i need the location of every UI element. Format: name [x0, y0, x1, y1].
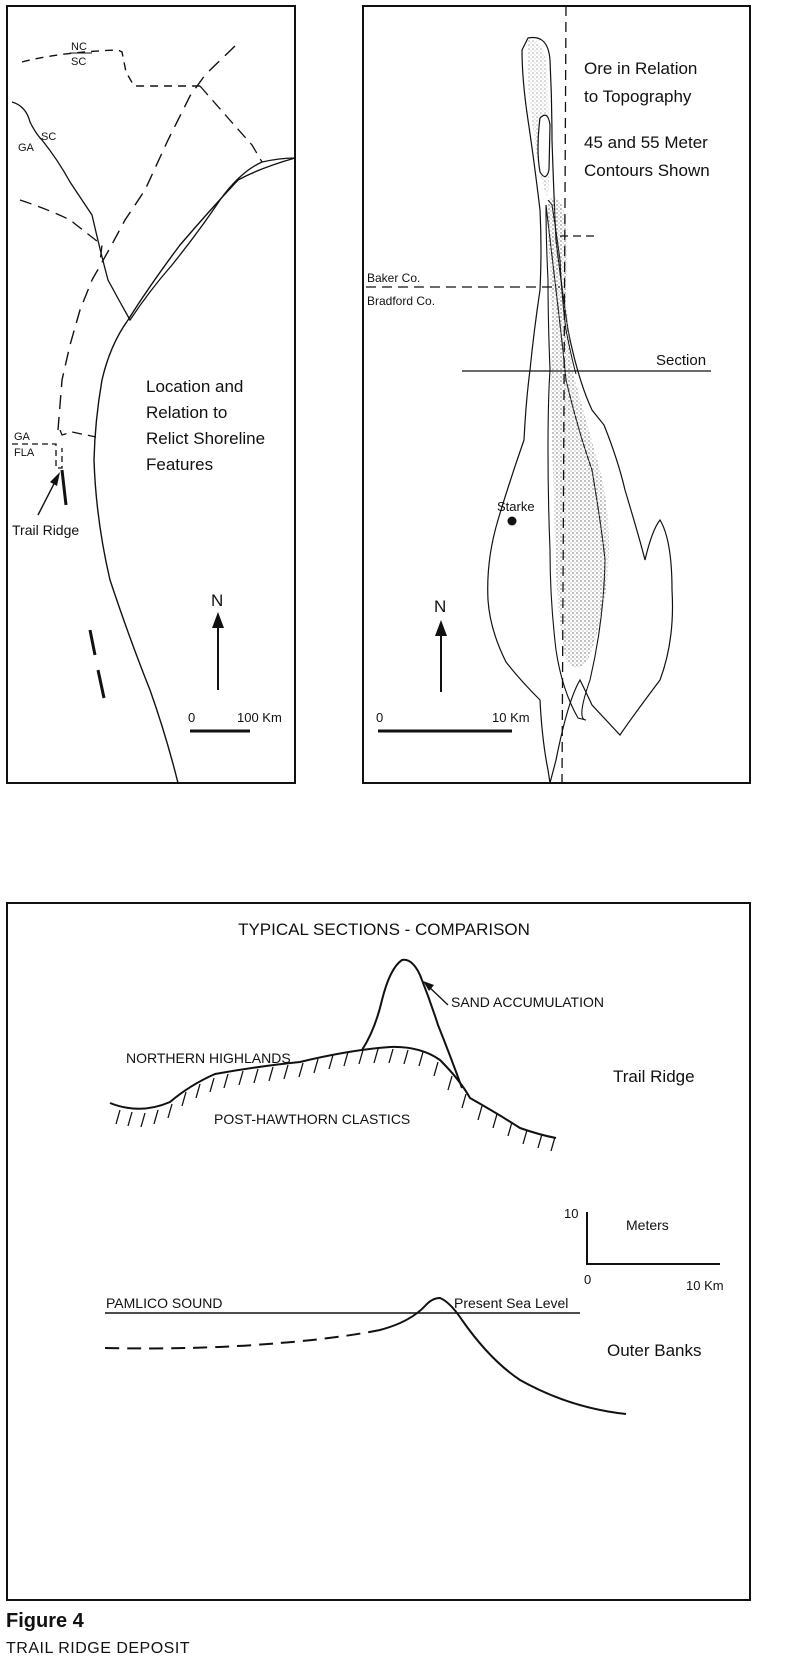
scale-vertical-value: 10 [564, 1206, 578, 1221]
sections-title: TYPICAL SECTIONS - COMPARISON [238, 920, 530, 939]
label-sand-accumulation: SAND ACCUMULATION [451, 994, 604, 1010]
label-trail-ridge: Trail Ridge [12, 522, 79, 538]
outer-banks-profile [379, 1296, 627, 1415]
label-nc: NC [71, 41, 87, 53]
contour-loop [537, 114, 551, 178]
sand-arrowhead [423, 981, 434, 991]
clastics-surface [109, 1045, 557, 1139]
scale-right-end: 10 Km [492, 710, 530, 725]
atlantic-coastline [93, 157, 296, 784]
label-starke: Starke [497, 499, 535, 514]
label-sc-top: SC [71, 56, 86, 68]
relict-shoreline-1 [57, 45, 236, 431]
label-post-hawthorn: POST-HAWTHORN CLASTICS [214, 1111, 410, 1127]
north-label-left: N [211, 591, 223, 610]
ore-desc-3: 45 and 55 Meter [584, 133, 708, 152]
north-arrowhead-right [435, 620, 447, 636]
label-baker-co: Baker Co. [367, 271, 420, 285]
north-arrowhead-left [212, 612, 224, 628]
ore-desc-4: Contours Shown [584, 161, 710, 180]
scale-vertical-unit: Meters [626, 1217, 669, 1233]
sections-frame [6, 902, 751, 1601]
location-desc-1: Location and [146, 377, 243, 396]
label-pamlico-sound: PAMLICO SOUND [106, 1295, 222, 1311]
relict-shoreline-3 [199, 85, 263, 163]
scale-right-start: 0 [376, 710, 383, 725]
ore-body [548, 197, 609, 668]
label-northern-highlands: NORTHERN HIGHLANDS [126, 1050, 291, 1066]
relict-shoreline-4 [59, 429, 97, 438]
trail-ridge-line [60, 469, 68, 506]
nc-sc-border [21, 49, 200, 87]
clastics-hatching [115, 1048, 556, 1152]
location-map: NC SC SC GA GA FLA Location and Relation… [6, 5, 296, 784]
location-desc-3: Relict Shoreline [146, 429, 265, 448]
scale-left-end: 100 Km [237, 710, 282, 725]
scale-h-end: 10 Km [686, 1278, 724, 1293]
ridge-band [547, 199, 577, 375]
trail-ridge-arrowhead [50, 472, 60, 486]
location-desc-2: Relation to [146, 403, 227, 422]
label-present-sea-level: Present Sea Level [454, 1295, 568, 1311]
trail-ridge-ext-2 [96, 669, 106, 699]
trail-ridge-ext-1 [88, 629, 97, 656]
scale-axes [586, 1212, 720, 1265]
sand-accumulation-profile [361, 958, 463, 1089]
figure-caption-subtitle: TRAIL RIDGE DEPOSIT [6, 1640, 191, 1657]
ore-map: Ore in Relation to Topography 45 and 55 … [362, 5, 751, 784]
label-outer-banks: Outer Banks [607, 1341, 702, 1360]
starke-town-marker [507, 516, 517, 526]
sc-ga-border [11, 101, 296, 322]
scale-h-start: 0 [584, 1272, 591, 1287]
relict-shoreline-2 [19, 199, 103, 263]
location-desc-4: Features [146, 455, 213, 474]
label-sc: SC [41, 131, 56, 143]
ga-fla-border [12, 443, 63, 469]
label-fla: FLA [14, 447, 35, 459]
state-line-vertical [561, 5, 567, 784]
label-section: Section [656, 352, 706, 369]
figure-caption-title: Figure 4 [6, 1610, 84, 1632]
label-ga: GA [14, 431, 31, 443]
scale-left-start: 0 [188, 710, 195, 725]
label-ga-top: GA [18, 142, 35, 154]
ore-desc-1: Ore in Relation [584, 59, 697, 78]
outer-banks-dashed-profile [104, 1329, 381, 1350]
ore-map-frame [362, 5, 751, 784]
north-label-right: N [434, 597, 446, 616]
sections-panel: TYPICAL SECTIONS - COMPARISON [6, 902, 751, 1601]
ore-desc-2: to Topography [584, 87, 692, 106]
label-bradford-co: Bradford Co. [367, 294, 435, 308]
location-map-frame [6, 5, 296, 784]
label-trail-ridge-section: Trail Ridge [613, 1067, 695, 1086]
